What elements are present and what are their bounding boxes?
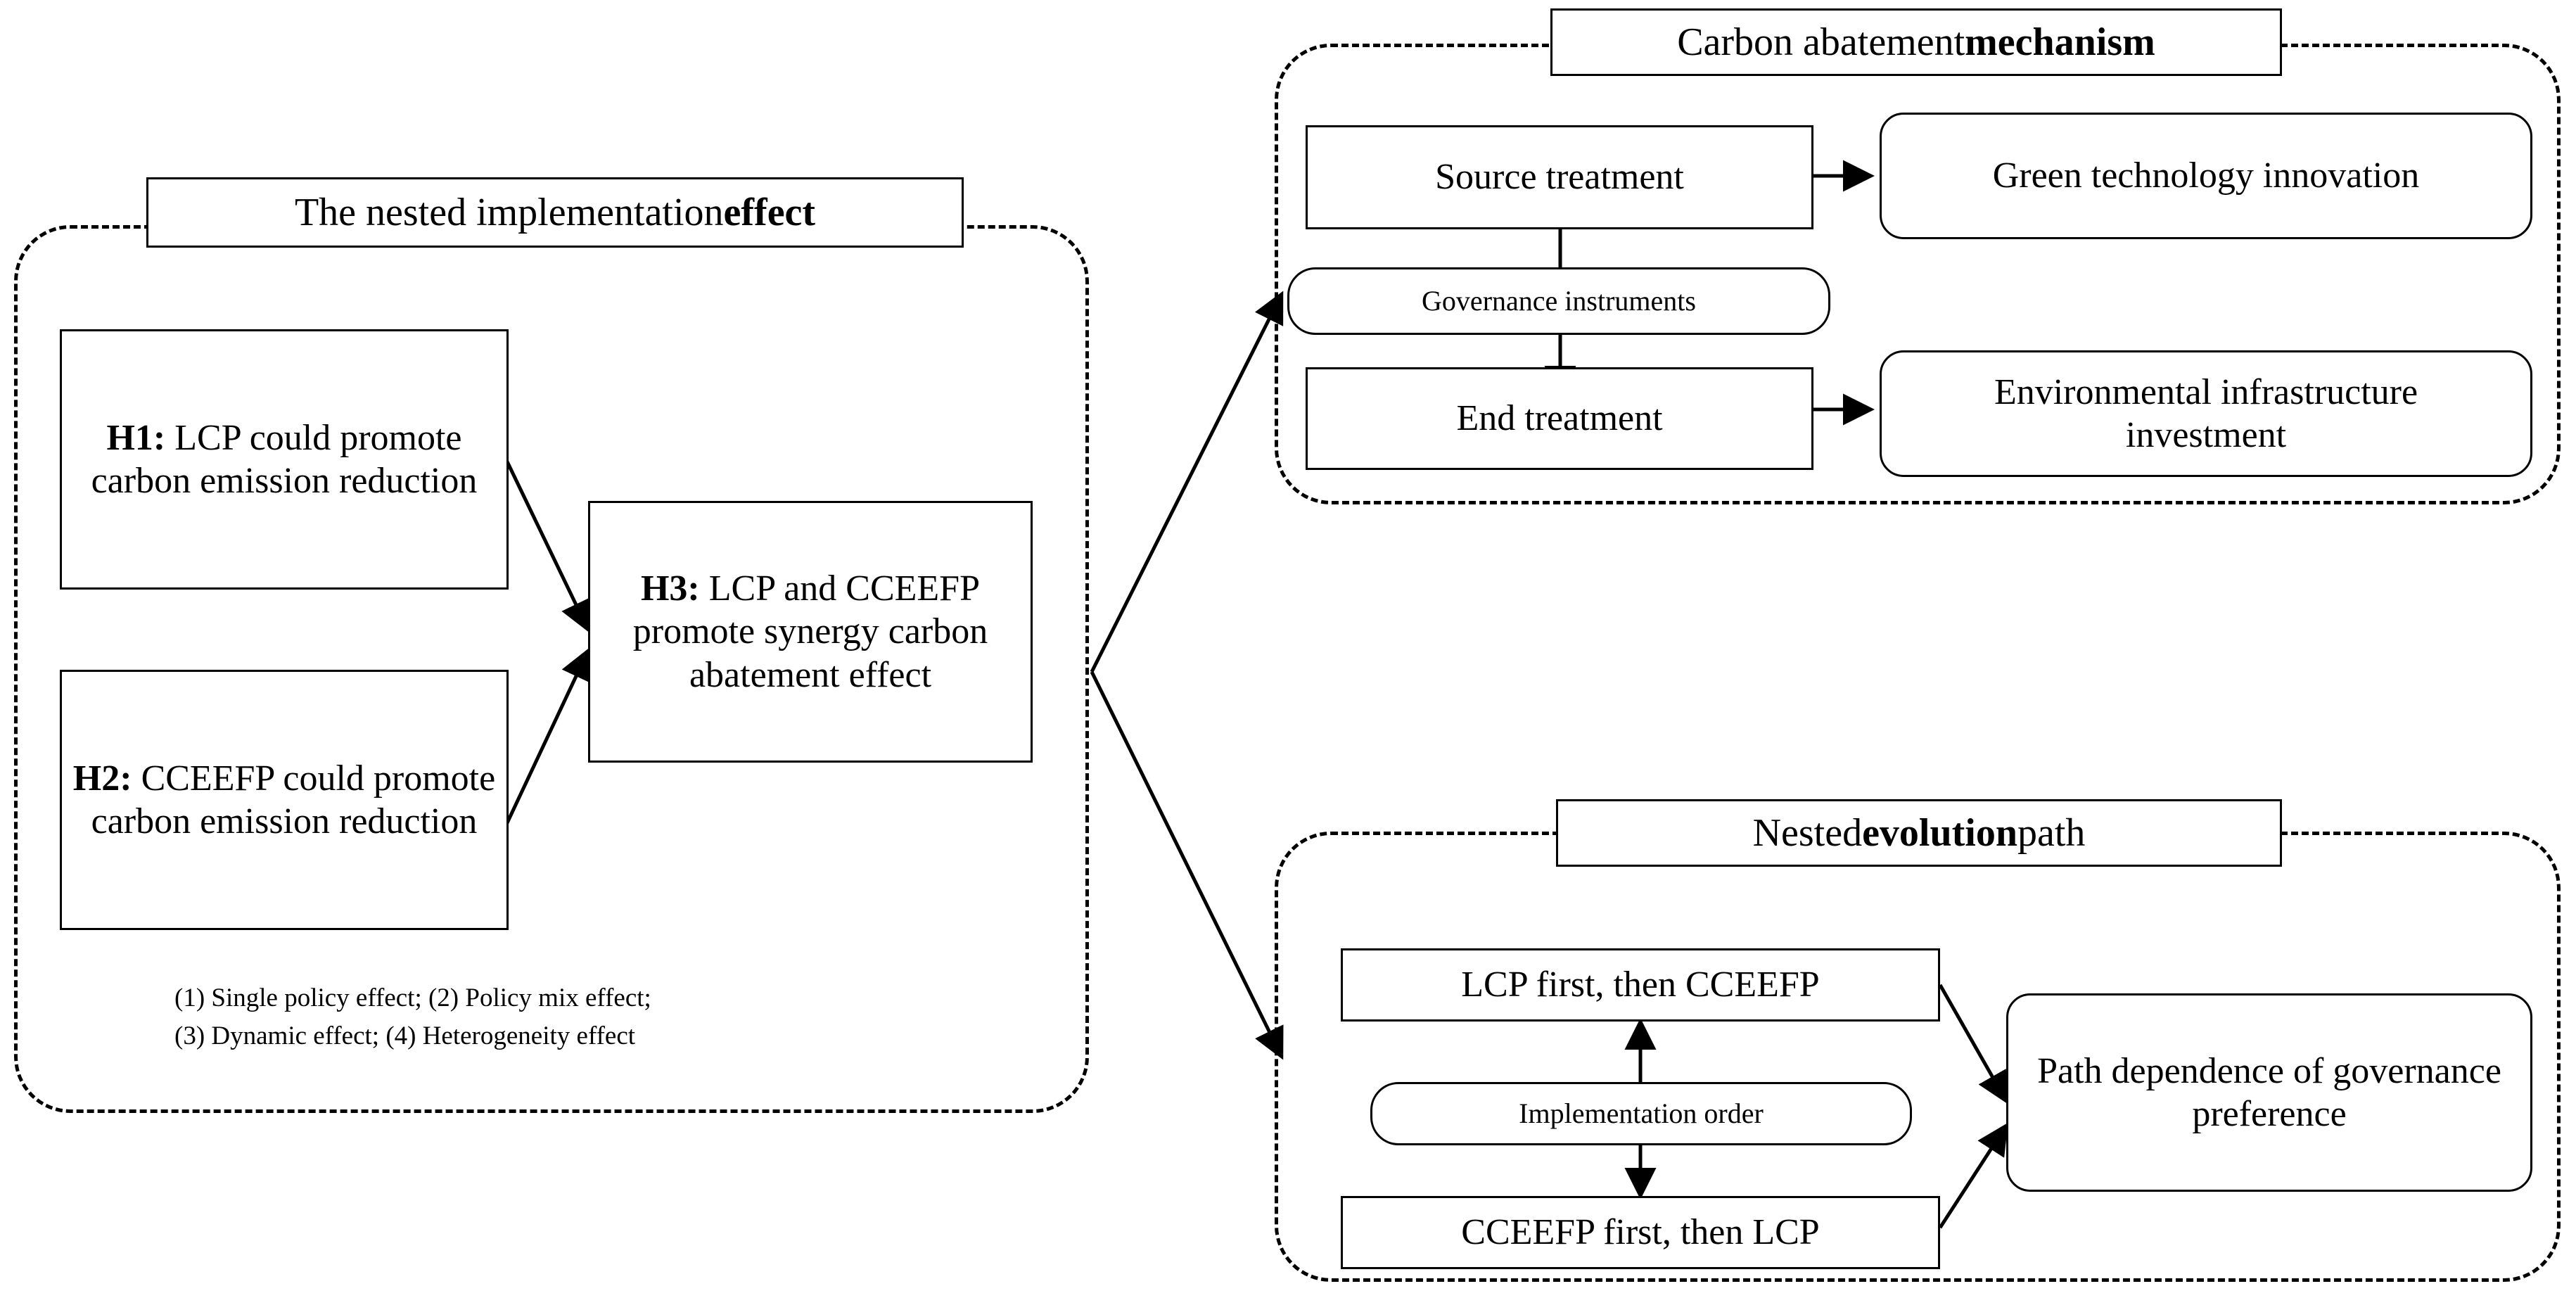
- node-h2-label: H2:: [72, 758, 132, 798]
- node-path-dependence-of-governance-preference[interactable]: Path dependence of governance preference: [2006, 993, 2532, 1192]
- node-lcp-first-then-cceefp[interactable]: LCP first, then CCEEFP: [1341, 948, 1940, 1022]
- group-mechanism-title: Carbon abatement mechanism: [1550, 8, 2282, 76]
- node-source-treatment[interactable]: Source treatment: [1306, 125, 1813, 229]
- group-evolution-title-suffix: path: [2017, 811, 2086, 855]
- node-governance-instruments[interactable]: Governance instruments: [1287, 267, 1830, 335]
- group-mechanism-title-prefix: Carbon abatement: [1677, 20, 1965, 64]
- node-h3[interactable]: H3: LCP and CCEEFP promote synergy carbo…: [588, 501, 1033, 763]
- group-effect-title: The nested implementation effect: [146, 177, 964, 248]
- group-evolution-title-bold: evolution: [1862, 811, 2017, 855]
- node-h1-text: LCP could promote carbon emission reduct…: [91, 417, 478, 501]
- effect-footnote: (1) Single policy effect; (2) Policy mix…: [174, 984, 651, 1050]
- arrow-h3-to-evolution: [1090, 670, 1284, 1060]
- node-h1-label: H1:: [106, 417, 166, 458]
- node-h1[interactable]: H1: LCP could promote carbon emission re…: [60, 329, 509, 590]
- arrow-h3-to-mechanism: [1090, 291, 1284, 673]
- group-evolution-title: Nested evolution path: [1556, 799, 2282, 867]
- group-effect-title-bold: effect: [723, 191, 816, 234]
- node-h3-text: LCP and CCEEFP promote synergy carbon ab…: [632, 568, 988, 695]
- node-implementation-order[interactable]: Implementation order: [1370, 1082, 1912, 1145]
- node-green-technology-innovation[interactable]: Green technology innovation: [1880, 113, 2532, 239]
- group-effect-title-prefix: The nested implementation: [294, 191, 724, 234]
- node-cceefp-first-then-lcp[interactable]: CCEEFP first, then LCP: [1341, 1196, 1940, 1269]
- group-mechanism-title-bold: mechanism: [1965, 20, 2155, 64]
- node-end-treatment[interactable]: End treatment: [1306, 367, 1813, 470]
- node-h2-text: CCEEFP could promote carbon emission red…: [91, 758, 496, 841]
- group-evolution-title-prefix: Nested: [1752, 811, 1863, 855]
- node-h2[interactable]: H2: CCEEFP could promote carbon emission…: [60, 670, 509, 930]
- node-environmental-infrastructure-investment[interactable]: Environmental infrastructure investment: [1880, 350, 2532, 477]
- node-h3-label: H3:: [640, 568, 700, 609]
